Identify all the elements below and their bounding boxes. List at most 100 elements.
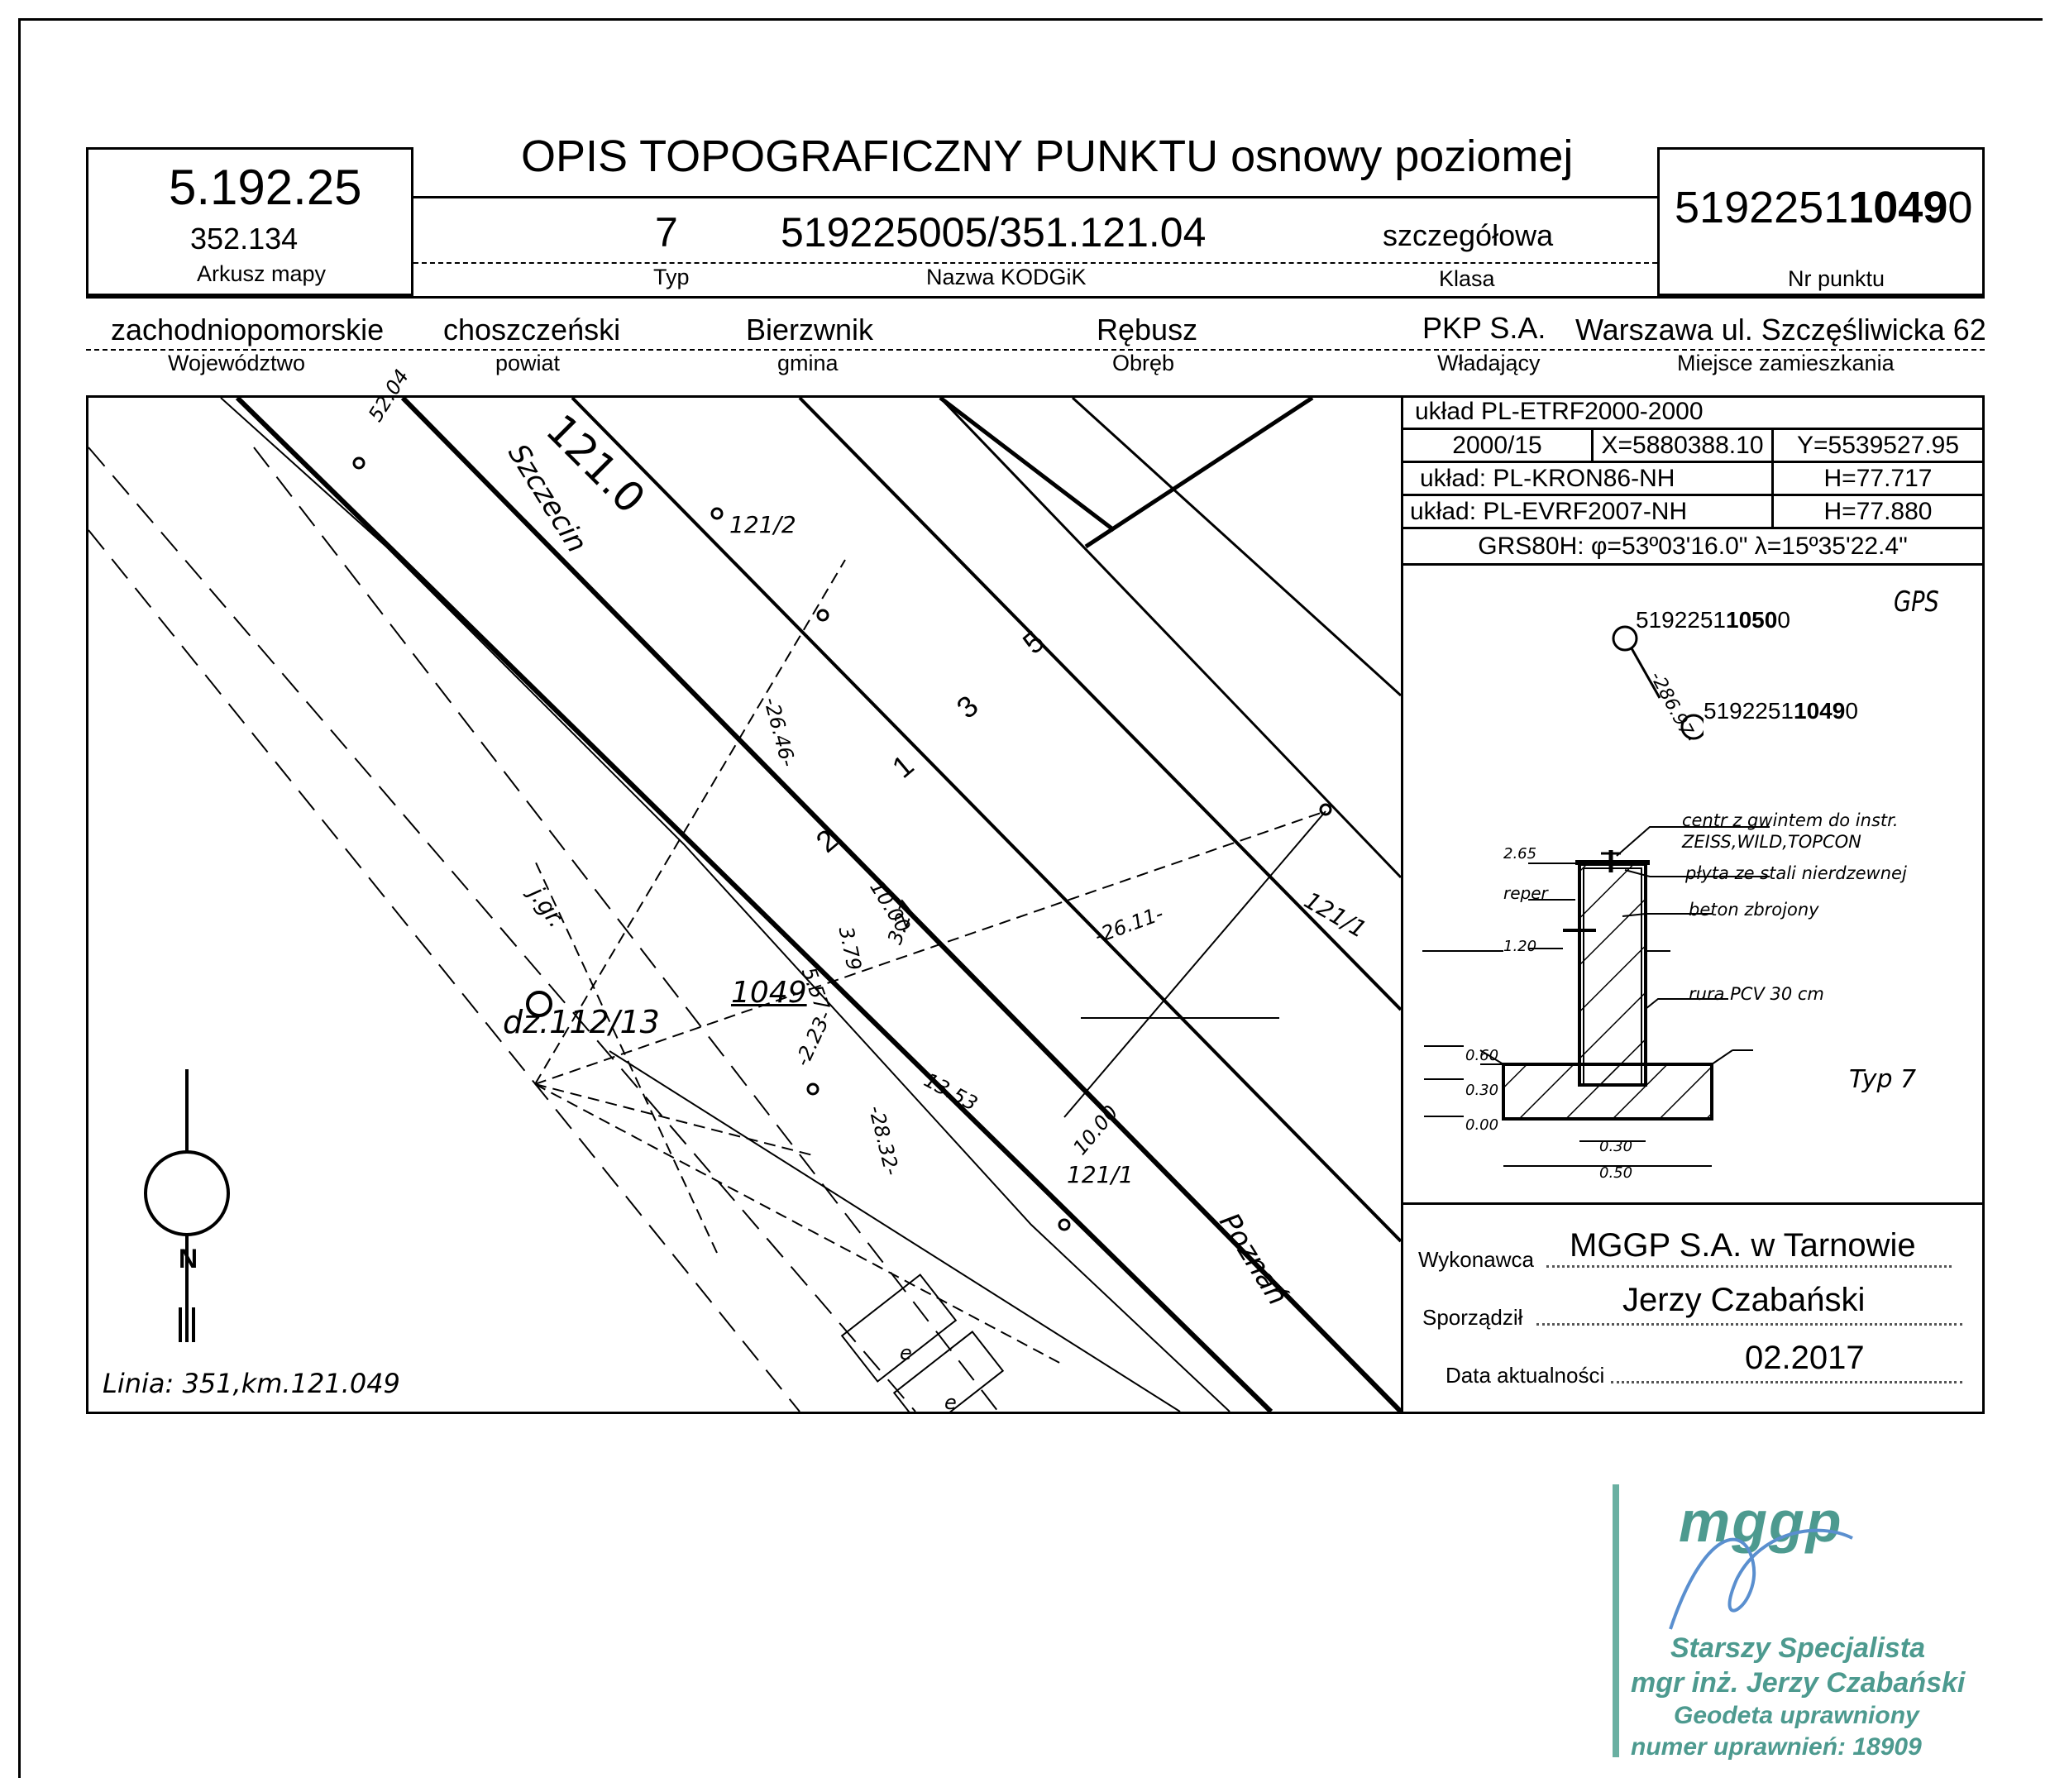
point-misc bbox=[816, 609, 829, 622]
point-121-1b bbox=[1058, 1218, 1071, 1231]
type-label: Typ bbox=[653, 265, 690, 289]
map-sheet-label: Arkusz mapy bbox=[197, 261, 327, 286]
gps-p1-suffix: 0 bbox=[1777, 607, 1790, 633]
date-label: Data aktualności bbox=[1446, 1363, 1605, 1388]
embankment-1 bbox=[220, 398, 1230, 1412]
point-number: 519225110490 bbox=[1675, 182, 1972, 233]
main-frame bbox=[86, 395, 1985, 1414]
contractor-label: Wykonawca bbox=[1418, 1247, 1534, 1272]
boundary-dashed-2 bbox=[88, 529, 800, 1412]
gps-p2-suffix: 0 bbox=[1845, 698, 1858, 724]
section-column bbox=[1578, 863, 1647, 1087]
section-centr-1: centr z gwintem do instr. bbox=[1682, 810, 1899, 830]
stamp-line-2: mgr inż. Jerzy Czabański bbox=[1631, 1667, 1966, 1699]
gps-sketch-2 bbox=[1680, 714, 1704, 740]
date-dots bbox=[1611, 1381, 1962, 1383]
county: choszczeński bbox=[443, 313, 621, 346]
track-line-3 bbox=[571, 398, 1401, 1243]
building-e2 bbox=[892, 1331, 1005, 1412]
voivodeship-label: Województwo bbox=[168, 351, 306, 375]
residence: Warszawa ul. Szczęśliwicka 62 bbox=[1575, 313, 1986, 346]
precinct: Rębusz bbox=[1097, 313, 1198, 346]
track-line-6 bbox=[1071, 398, 1401, 697]
header-dashed-rule bbox=[413, 262, 1657, 264]
section-reper-label: reper bbox=[1503, 883, 1548, 903]
section-d000: 0.00 bbox=[1465, 1116, 1499, 1134]
embankment-2 bbox=[609, 1050, 1181, 1412]
section-d265: 2.65 bbox=[1503, 845, 1537, 863]
type-value: 7 bbox=[655, 209, 678, 256]
kron-h: H=77.717 bbox=[1823, 464, 1933, 492]
residence-label: Miejsce zamieszkania bbox=[1677, 351, 1895, 375]
document-title: OPIS TOPOGRAFICZNY PUNKTU osnowy poziome… bbox=[521, 131, 1574, 181]
gps-label: GPS bbox=[1894, 585, 1939, 619]
section-centr-2: ZEISS,WILD,TOPCON bbox=[1682, 832, 1861, 852]
stamp-logo: mggp bbox=[1679, 1489, 1843, 1554]
admin-dashed-rule bbox=[86, 349, 1985, 351]
coords-x-cell: X=5880388.10 bbox=[1594, 430, 1774, 463]
grs: GRS80H: φ=53º03'16.0" λ=15º35'22.4" bbox=[1478, 532, 1908, 560]
gps-p1-bold: 1050 bbox=[1726, 607, 1778, 633]
owner-label: Władający bbox=[1437, 351, 1541, 375]
date: 02.2017 bbox=[1745, 1340, 1865, 1376]
voivodeship: zachodniopomorskie bbox=[111, 313, 385, 346]
kodgik-label: Nazwa KODGiK bbox=[926, 265, 1087, 289]
point-121-2 bbox=[710, 507, 724, 520]
stamp-line-1: Starszy Specjalista bbox=[1670, 1632, 1926, 1664]
contractor: MGGP S.A. w Tarnowie bbox=[1570, 1227, 1916, 1264]
section-concrete-label: beton zbrojony bbox=[1689, 900, 1819, 920]
section-d060: 0.60 bbox=[1465, 1047, 1499, 1064]
building-e1 bbox=[840, 1274, 958, 1383]
building-line-1 bbox=[939, 398, 1116, 532]
gps-p2-prefix: 5192251 bbox=[1704, 698, 1794, 724]
gps-link-line bbox=[1630, 648, 1661, 699]
stamp-line-3: Geodeta uprawniony bbox=[1674, 1702, 1919, 1729]
class-label: Klasa bbox=[1439, 266, 1495, 291]
precinct-label: Obręb bbox=[1112, 351, 1175, 375]
section-leaders bbox=[1424, 826, 1770, 1117]
coords-table: układ PL-ETRF2000-2000 2000/15 X=5880388… bbox=[1403, 395, 1982, 566]
commune-label: gmina bbox=[777, 351, 839, 375]
boundary-dashed-1 bbox=[88, 447, 916, 1412]
stamp-bar bbox=[1613, 1484, 1619, 1757]
point-1049-label: 1049 bbox=[731, 976, 807, 1010]
coords-zone-cell: 2000/15 bbox=[1403, 430, 1594, 463]
track-line-4 bbox=[798, 398, 1401, 1011]
meas-line-3 bbox=[534, 810, 1326, 1085]
gps-point-1050: 519225110500 bbox=[1636, 607, 1790, 633]
admin-top-rule bbox=[86, 296, 1985, 299]
section-pipe-label: rura PCV 30 cm bbox=[1689, 984, 1824, 1004]
site-map bbox=[88, 398, 1401, 1412]
author-dots bbox=[1536, 1323, 1962, 1326]
gps-point-1049: 519225110490 bbox=[1704, 698, 1858, 724]
coords-system-row: układ PL-ETRF2000-2000 bbox=[1403, 395, 1982, 430]
meas-line-5 bbox=[534, 1083, 814, 1156]
track-line-1 bbox=[400, 398, 1401, 1412]
author: Jerzy Czabański bbox=[1622, 1282, 1866, 1318]
class-value: szczegółowa bbox=[1383, 218, 1554, 252]
point-number-label: Nr punktu bbox=[1788, 266, 1885, 291]
track-line-2 bbox=[235, 398, 1273, 1412]
contractor-dots bbox=[1546, 1265, 1952, 1268]
gps-p1-prefix: 5192251 bbox=[1636, 607, 1727, 633]
kron-label: układ: PL-KRON86-NH bbox=[1420, 464, 1675, 492]
page-border bbox=[18, 18, 2043, 1778]
north-label: N bbox=[179, 1244, 198, 1274]
point-1049-marker bbox=[526, 991, 552, 1017]
coords-y-cell: Y=5539527.95 bbox=[1774, 430, 1982, 463]
building-e1-label: e bbox=[900, 1341, 912, 1364]
section-plate-label: płyta ze stali nierdzewnej bbox=[1685, 863, 1907, 883]
section-drawing bbox=[1422, 826, 1770, 1167]
meas-line-6 bbox=[1063, 810, 1326, 1118]
county-label: powiat bbox=[495, 351, 561, 375]
evrf-h-cell: H=77.880 bbox=[1774, 496, 1982, 529]
map-sheet-sub: 352.134 bbox=[190, 222, 299, 256]
meas-line-2 bbox=[534, 559, 846, 1085]
map-sheet-main: 5.192.25 bbox=[169, 160, 362, 215]
north-arrow bbox=[144, 1069, 230, 1342]
section-ground-right bbox=[1646, 950, 1753, 1065]
owner: PKP S.A. bbox=[1422, 311, 1546, 345]
kron-h-cell: H=77.717 bbox=[1774, 463, 1982, 496]
gps-point-1050-marker bbox=[1612, 625, 1638, 652]
evrf-label-cell: układ: PL-EVRF2007-NH bbox=[1403, 496, 1774, 529]
